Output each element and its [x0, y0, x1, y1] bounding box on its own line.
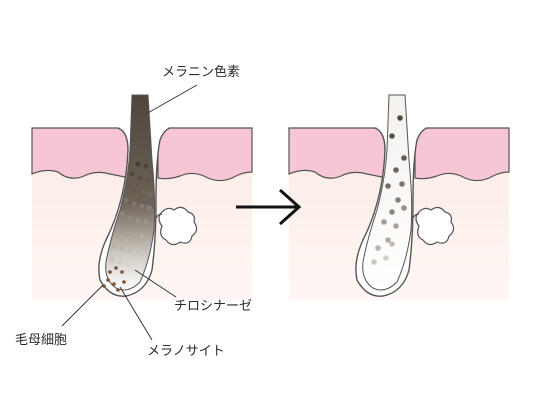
melanin-dot — [120, 270, 124, 274]
melanin-dot — [133, 187, 139, 193]
melanin-dot — [143, 219, 149, 225]
epidermis-layer — [157, 127, 253, 182]
melanin-dot — [141, 189, 147, 195]
melanin-dot — [106, 278, 110, 282]
epidermis-layer — [31, 127, 131, 179]
melanin-dot — [401, 205, 407, 211]
after-panel — [288, 94, 510, 300]
leader-melanin — [145, 84, 198, 115]
melanin-dot — [399, 181, 405, 187]
melanin-dot — [116, 288, 120, 292]
melanin-dots — [102, 161, 153, 292]
melanin-dot — [137, 175, 143, 181]
hair-shaft — [105, 94, 156, 291]
melanin-dot — [143, 163, 149, 169]
melanin-dot — [383, 255, 389, 261]
melanin-dot — [395, 197, 401, 203]
leader-lines — [61, 84, 198, 341]
melanin-dot — [397, 115, 403, 121]
melanin-dot — [135, 161, 141, 167]
gland-duct — [155, 213, 163, 219]
epidermis-layer — [414, 127, 510, 182]
melanin-dot — [108, 270, 112, 274]
melanin-dot — [109, 257, 115, 263]
hair-matrix-cell-label: 毛母細胞 — [15, 333, 68, 348]
melanin-dot — [135, 247, 141, 253]
melanin-dot — [146, 205, 152, 211]
sebaceous-gland — [415, 206, 455, 246]
melanin-dot — [389, 241, 395, 247]
melanin-dot — [117, 259, 123, 265]
leader-tyrosinase — [134, 269, 177, 298]
melanin-dot — [127, 215, 133, 221]
leader-melanocyte — [119, 286, 153, 341]
melanin-dot — [385, 237, 391, 243]
melanin-dot — [139, 203, 145, 209]
melanin-dot — [371, 259, 377, 265]
tyrosinase-label: チロシナーゼ — [174, 299, 253, 314]
melanin-dot — [123, 197, 129, 203]
sebaceous-gland — [158, 206, 198, 246]
melanin-dot — [145, 177, 151, 183]
melanin-dot — [119, 245, 125, 251]
gland-duct — [412, 213, 420, 219]
melanin-dot — [111, 243, 117, 249]
melanin-dot — [119, 211, 125, 217]
melanin-dot — [147, 191, 153, 197]
melanin-dot — [122, 280, 126, 284]
melanin-dot — [125, 183, 131, 189]
melanin-dot — [131, 233, 137, 239]
melanin-dot — [139, 233, 145, 239]
melanin-dot — [393, 223, 399, 229]
right-arrow-icon — [236, 188, 302, 226]
melanin-dot — [131, 201, 137, 207]
melanin-dot — [123, 231, 129, 237]
leader-hair-matrix — [61, 284, 104, 327]
before-panel — [31, 94, 253, 300]
melanin-dot — [135, 217, 141, 223]
melanin-dot — [401, 155, 407, 161]
melanin-dot — [114, 266, 118, 270]
melanin-dot — [389, 133, 395, 139]
hair-shaft — [362, 94, 413, 291]
melanin-dot — [112, 282, 116, 286]
melanin-dots — [371, 115, 407, 265]
melanin-dot — [125, 261, 131, 267]
melanin-dot — [115, 227, 121, 233]
melanin-dot — [127, 247, 133, 253]
melanin-dot — [393, 167, 399, 173]
melanin-dot — [389, 209, 395, 215]
melanin-dot — [129, 171, 135, 177]
melanin-dot — [375, 245, 381, 251]
melanin-dot — [385, 183, 391, 189]
epidermis-layer — [288, 127, 388, 179]
melanin-pigment-label: メラニン色素 — [162, 65, 241, 80]
melanin-dot — [381, 219, 387, 225]
melanocyte-label: メラノサイト — [147, 344, 225, 359]
